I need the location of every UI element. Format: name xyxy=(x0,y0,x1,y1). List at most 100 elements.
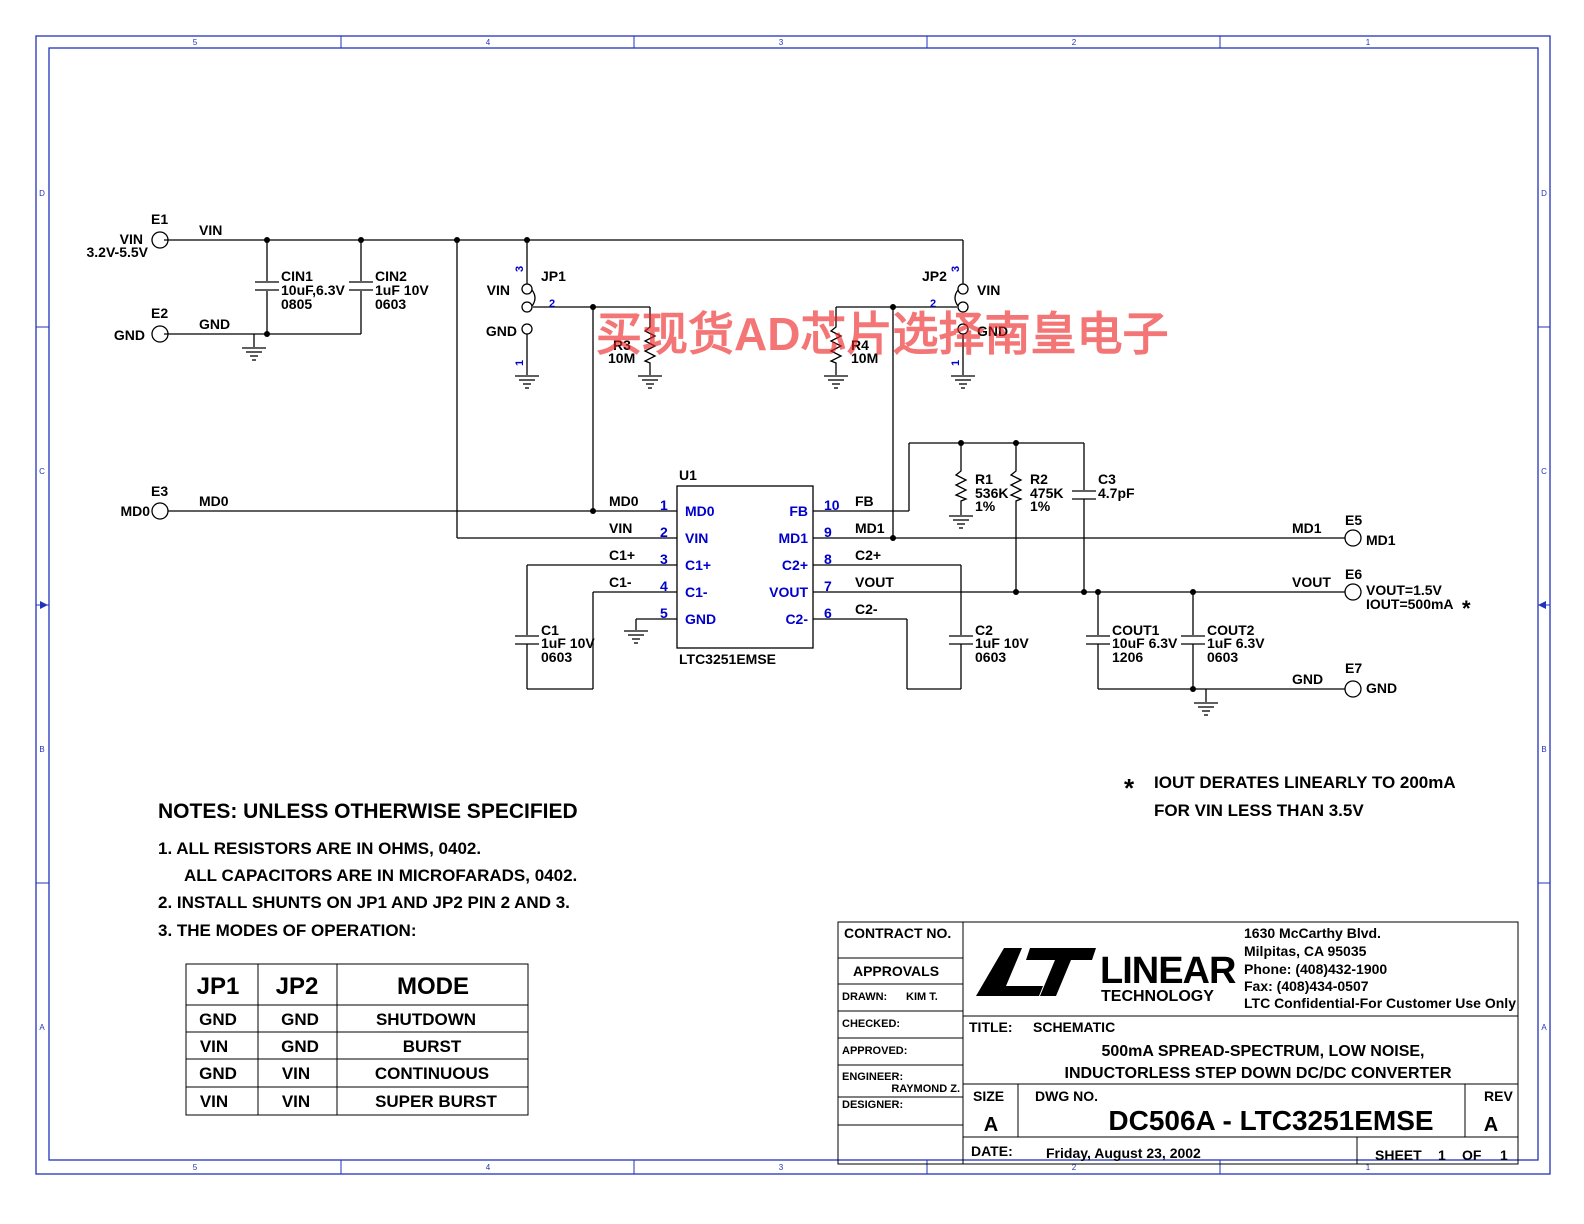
footnote-star-marker: * xyxy=(1462,596,1471,621)
resistor-value: 10M xyxy=(608,350,635,366)
ic-pin-name: C1+ xyxy=(685,557,711,573)
table-cell: GND xyxy=(281,1010,319,1029)
ic-pin-number: 3 xyxy=(660,551,668,567)
jumper-jp1[interactable] xyxy=(521,261,536,335)
mode-table-header: JP1 xyxy=(197,973,240,1000)
engineer-name: RAYMOND Z. xyxy=(891,1083,960,1095)
capacitor-icon xyxy=(255,281,279,291)
size-label: SIZE xyxy=(973,1088,1004,1104)
net-label: GND xyxy=(1292,671,1323,687)
resistor-ref: R1 xyxy=(975,471,993,487)
frame-row-c-right: C xyxy=(1541,467,1547,476)
ic-pin-name: VOUT xyxy=(769,584,808,600)
frame-row-b-left: B xyxy=(39,745,44,754)
capacitor-icon xyxy=(349,281,373,291)
sheet-number: 1 xyxy=(1438,1147,1446,1163)
table-cell: GND xyxy=(199,1010,237,1029)
notes-heading: NOTES: UNLESS OTHERWISE SPECIFIED xyxy=(158,800,578,823)
frame-col-1-top: 1 xyxy=(1366,38,1371,47)
jumper-pin-number: 3 xyxy=(514,266,526,272)
resistor-value: 10M xyxy=(851,350,878,366)
table-cell: GND xyxy=(281,1037,319,1056)
terminal-e1-icon[interactable] xyxy=(151,231,169,249)
jumper-pin-number: 1 xyxy=(514,360,526,366)
capacitor-icon xyxy=(1181,635,1205,645)
approved-label: APPROVED: xyxy=(842,1045,907,1057)
connector-labels: E1 VIN 3.2V-5.5V E2 GND E3 MD0 E5 MD1 E6… xyxy=(87,211,1472,696)
jumper-ref: JP1 xyxy=(541,268,566,284)
cap-ref: C3 xyxy=(1098,471,1116,487)
address-line: Milpitas, CA 95035 xyxy=(1244,943,1367,959)
connector-label: IOUT=500mA xyxy=(1366,596,1454,612)
table-cell: SUPER BURST xyxy=(375,1092,497,1111)
rev-label: REV xyxy=(1484,1088,1513,1104)
connector-label: MD1 xyxy=(1366,532,1396,548)
designer-label: DESIGNER: xyxy=(842,1099,903,1111)
cap-value: 1uF 10V xyxy=(541,635,595,651)
logo-subtext: TECHNOLOGY xyxy=(1101,988,1214,1005)
title-kind: SCHEMATIC xyxy=(1033,1019,1115,1035)
ic-pin-name: MD1 xyxy=(778,530,808,546)
frame-col-5-bottom: 5 xyxy=(193,1163,198,1172)
connector-label: VOUT=1.5V xyxy=(1366,582,1443,598)
net-label: MD0 xyxy=(199,493,229,509)
component-labels: CIN1 10uF,6.3V 0805 CIN2 1uF 10V 0603 JP… xyxy=(281,266,1265,665)
cap-package: 0603 xyxy=(541,649,572,665)
junctions xyxy=(264,237,1196,692)
jumper-pin-number: 1 xyxy=(950,360,962,366)
ic-pin-number: 1 xyxy=(660,497,668,513)
ic-pin-name: C2- xyxy=(785,611,808,627)
table-cell: VIN xyxy=(282,1064,310,1083)
connector-ref: E7 xyxy=(1345,660,1362,676)
cap-ref: COUT2 xyxy=(1207,622,1255,638)
terminal-e3-icon[interactable] xyxy=(151,502,169,520)
mode-table-header: JP2 xyxy=(276,973,319,1000)
ic-u1-ref: U1 xyxy=(679,467,697,483)
resistor-symbols xyxy=(643,323,1023,503)
jumper-jp2[interactable] xyxy=(954,261,969,335)
resistor-tolerance: 1% xyxy=(975,498,996,514)
ic-pin-number: 4 xyxy=(660,578,668,594)
terminal-e7-icon[interactable] xyxy=(1344,680,1362,698)
net-label: C1+ xyxy=(609,547,635,563)
address-line: Fax: (408)434-0507 xyxy=(1244,978,1369,994)
frame-col-5-top: 5 xyxy=(193,38,198,47)
jumper-ref: JP2 xyxy=(922,268,947,284)
approvals-label: APPROVALS xyxy=(853,963,939,979)
jumper-vin-label: VIN xyxy=(487,282,510,298)
capacitor-symbols xyxy=(255,281,1205,645)
ground-icon xyxy=(949,515,973,529)
net-label: FB xyxy=(855,493,874,509)
capacitor-icon xyxy=(515,635,539,645)
drawn-by: KIM T. xyxy=(906,991,938,1003)
notes: NOTES: UNLESS OTHERWISE SPECIFIED 1. ALL… xyxy=(158,800,578,940)
ic-u1[interactable]: U1 LTC3251EMSE MD0 VIN C1+ C1- GND 1 2 3… xyxy=(660,467,840,667)
resistor-icon xyxy=(643,323,657,367)
cap-package: 0805 xyxy=(281,296,312,312)
terminal-e5-icon[interactable] xyxy=(1344,529,1362,547)
cap-ref: COUT1 xyxy=(1112,622,1160,638)
net-labels: MD0 VIN C1+ C1- FB MD1 C2+ VOUT C2- VIN … xyxy=(199,222,1331,687)
ground-icon xyxy=(1194,702,1218,716)
frame-col-2-bottom: 2 xyxy=(1072,1163,1077,1172)
linear-technology-logo: LINEAR TECHNOLOGY xyxy=(976,948,1237,1005)
title-block: CONTRACT NO. APPROVALS DRAWN: KIM T. CHE… xyxy=(837,921,1519,1165)
resistor-ref: R2 xyxy=(1030,471,1048,487)
frame-col-4-bottom: 4 xyxy=(486,1163,491,1172)
logo-wordmark: LINEAR xyxy=(1100,950,1236,992)
ic-pin-name: FB xyxy=(789,503,808,519)
ground-symbols xyxy=(242,347,1218,716)
table-cell: BURST xyxy=(403,1037,462,1056)
terminal-e6-icon[interactable] xyxy=(1344,583,1362,601)
ic-u1-part: LTC3251EMSE xyxy=(679,651,776,667)
ic-pin-number: 8 xyxy=(824,551,832,567)
footnote-star: * xyxy=(1124,773,1135,803)
frame-row-a-right: A xyxy=(1541,1023,1547,1032)
ground-icon xyxy=(515,375,539,389)
resistor-icon xyxy=(829,323,843,367)
note-1a: 1. ALL RESISTORS ARE IN OHMS, 0402. xyxy=(158,839,481,858)
terminal-e2-icon[interactable] xyxy=(151,325,169,343)
resistor-value: 536K xyxy=(975,485,1008,501)
connector-ref: E3 xyxy=(151,483,168,499)
